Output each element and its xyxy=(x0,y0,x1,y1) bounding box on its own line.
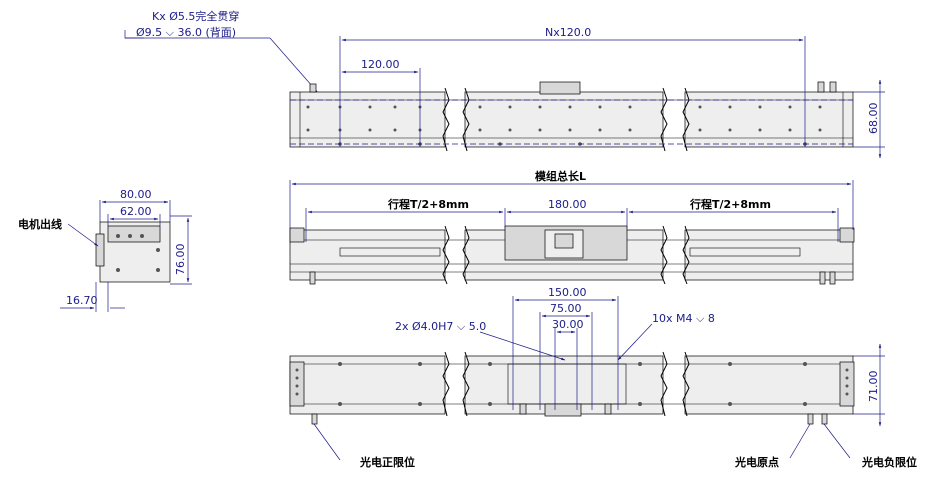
dim-end-outer-width: 80.00 xyxy=(120,188,152,201)
dim-top-height: 68.00 xyxy=(867,103,880,135)
dim-end-offset: 16.70 xyxy=(66,294,98,307)
motor-cable-housing xyxy=(95,233,105,267)
hole-note-line2: Ø9.5 ⌵ 36.0 (背面) xyxy=(136,25,236,39)
sensor-positive-limit xyxy=(311,413,318,425)
dim-150: 150.00 xyxy=(548,286,587,299)
dim-30: 30.00 xyxy=(552,318,584,331)
end-view: 80.00 62.00 76.00 16.70 电机出线 xyxy=(18,188,192,312)
dim-bottom-height: 71.00 xyxy=(867,371,880,403)
dim-slider-length: 180.00 xyxy=(548,198,587,211)
bottom-view: 150.00 75.00 30.00 2x Ø4.0H7 ⌵ 5.0 10x M… xyxy=(289,286,917,469)
label-origin: 光电原点 xyxy=(734,455,779,469)
top-view: Nx120.0 120.00 68.00 xyxy=(289,26,885,159)
dim-stroke-left: 行程T/2+8mm xyxy=(387,197,469,211)
side-rail-seg-right xyxy=(684,229,854,281)
bottom-slider-tab xyxy=(544,403,582,417)
label-positive-limit: 光电正限位 xyxy=(359,455,415,469)
side-rail-seg-left xyxy=(289,229,446,281)
label-negative-limit: 光电负限位 xyxy=(861,455,917,469)
motor-cable-label: 电机出线 xyxy=(18,217,62,231)
hole-note-line1: Kx Ø5.5完全贯穿 xyxy=(152,9,239,23)
top-slider xyxy=(539,81,581,95)
sensor-origin xyxy=(807,413,814,425)
side-view: 模组总长L 行程T/2+8mm 180.00 行程T/2+8mm xyxy=(289,169,855,285)
pin-note: 2x Ø4.0H7 ⌵ 5.0 xyxy=(395,320,486,333)
thread-note: 10x M4 ⌵ 8 xyxy=(652,312,715,325)
dim-module-length: 模组总长L xyxy=(535,169,586,183)
hole-note: Kx Ø5.5完全贯穿 Ø9.5 ⌵ 36.0 (背面) xyxy=(124,9,321,96)
dim-75: 75.00 xyxy=(550,302,582,315)
sensor-negative-limit xyxy=(821,413,828,425)
bottom-rail-seg-right xyxy=(684,355,854,415)
dim-end-height: 76.00 xyxy=(174,244,187,276)
dim-stroke-right: 行程T/2+8mm xyxy=(689,197,771,211)
dim-end-inner-width: 62.00 xyxy=(120,205,152,218)
dim-pitch-total: Nx120.0 xyxy=(545,26,591,39)
dim-pitch: 120.00 xyxy=(361,58,400,71)
